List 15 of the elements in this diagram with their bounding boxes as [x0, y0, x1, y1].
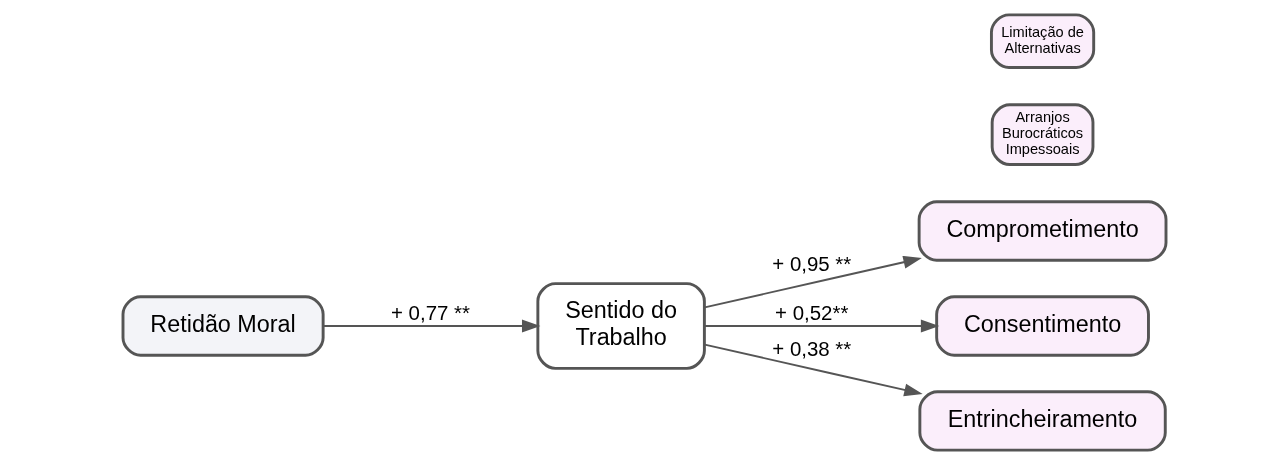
node-box: Sentido do Trabalho — [535, 281, 706, 370]
node-box: Comprometimento — [917, 199, 1167, 262]
node-box: Arranjos Burocráticos Impessoais — [990, 102, 1094, 166]
arrow — [703, 343, 923, 396]
node-box: Limitação de Alternativas — [989, 12, 1095, 69]
edge-label: + 0,77 ** — [390, 300, 470, 324]
edge-label: + 0,95 ** — [771, 251, 851, 275]
edge-label: + 0,38 ** — [771, 336, 851, 359]
node-box: Entrincheiramento — [917, 389, 1167, 452]
arrow — [703, 319, 939, 332]
node-box: Consentimento — [934, 294, 1150, 357]
arrow — [703, 255, 922, 308]
arrow — [321, 319, 540, 332]
edge-label: + 0,52** — [774, 300, 848, 324]
node-box: Retidão Moral — [121, 294, 325, 357]
